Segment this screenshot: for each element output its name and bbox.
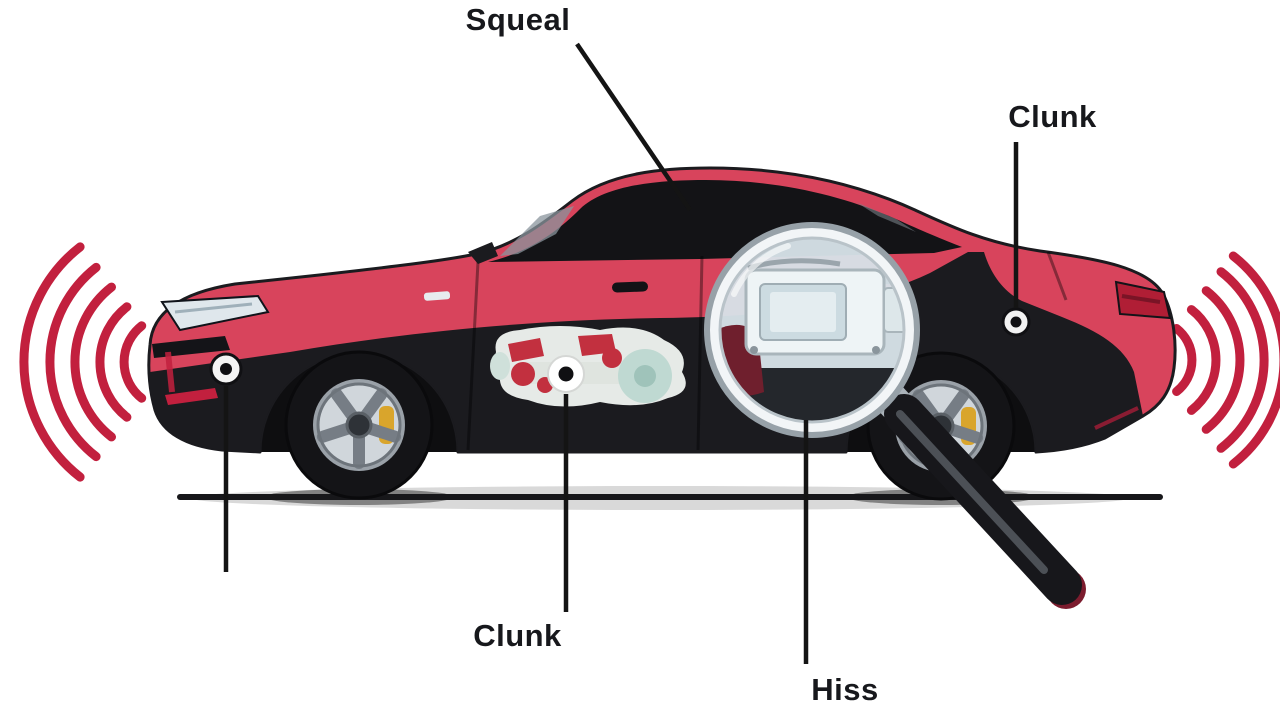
indicator-dot-front: [209, 352, 243, 386]
magnifier-icon: [704, 222, 920, 438]
tail-light-detail: [1121, 294, 1161, 304]
fog-light-accent: [165, 388, 218, 405]
pointer-line-squeal: [575, 42, 692, 212]
squeal-label: Squeal: [465, 2, 571, 37]
front-wheel: [286, 352, 432, 498]
fender-badge: [423, 291, 451, 301]
door-suspension-detail: [490, 326, 686, 407]
door-seams: [466, 251, 1068, 451]
front-door-handle: [612, 281, 648, 293]
headlight-detail: [174, 302, 253, 314]
clunk-front-label: Clunk: [473, 618, 562, 653]
hiss-label: Hiss: [811, 672, 879, 707]
front-grille: [152, 336, 230, 358]
rear-bumper-accent: [1094, 406, 1139, 430]
sound-waves-right-icon: [1172, 251, 1280, 469]
sound-waves-left-icon: [19, 242, 147, 482]
side-mirror: [468, 242, 498, 264]
clunk-rear-label: Clunk: [1008, 99, 1097, 134]
indicator-dot-clunk-rear: [1001, 307, 1031, 337]
rear-window-reflection: [856, 202, 916, 232]
windshield-reflection: [500, 206, 574, 256]
front-red-accent: [165, 351, 175, 393]
